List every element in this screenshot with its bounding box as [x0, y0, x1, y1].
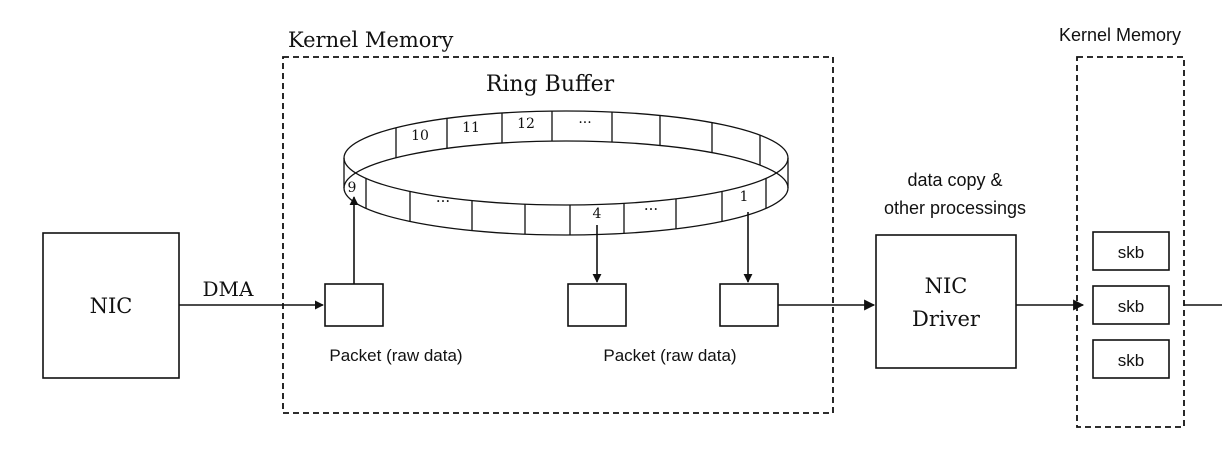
ring-slot-9: 9 — [348, 180, 357, 196]
ring-buffer-title: Ring Buffer — [486, 72, 615, 97]
packet-label-left: Packet (raw data) — [329, 346, 462, 365]
nic-driver-label-line2: Driver — [912, 307, 981, 331]
nic-driver-box — [875, 234, 1017, 369]
ring-bottom-arc — [343, 187, 789, 236]
nic-driver-label-line1: NIC — [925, 274, 968, 298]
skb-label-2: skb — [1118, 297, 1144, 316]
ring-front-dividers — [365, 178, 767, 235]
skb-box-1 — [1092, 231, 1170, 271]
ring-top-ellipse — [343, 110, 789, 206]
packet-box-right — [719, 283, 779, 327]
packet-box-middle — [567, 283, 627, 327]
ring-back-inner-edge — [343, 140, 789, 189]
ring-buffer: 10 11 12 ··· 9 ··· 4 ··· 1 — [343, 110, 789, 236]
ring-slot-4: 4 — [593, 206, 602, 222]
skb-label-1: skb — [1118, 243, 1144, 262]
kernel-memory-region-right — [1076, 56, 1185, 428]
kernel-memory-right-label: Kernel Memory — [1059, 25, 1181, 45]
skb-label-3: skb — [1118, 351, 1144, 370]
kernel-memory-region-left — [282, 56, 834, 414]
ring-slot-12: 12 — [517, 116, 535, 132]
ring-slot-10: 10 — [411, 128, 429, 144]
processing-note-line1: data copy & — [907, 170, 1002, 190]
processing-note-line2: other processings — [884, 198, 1026, 218]
kernel-memory-left-label: Kernel Memory — [288, 28, 453, 52]
ring-slot-1: 1 — [740, 189, 749, 205]
nic-label: NIC — [90, 294, 133, 318]
ring-slot-11: 11 — [462, 120, 480, 136]
skb-box-3 — [1092, 339, 1170, 379]
ring-slot-back-ellipsis: ··· — [578, 115, 591, 131]
packet-box-left — [324, 283, 384, 327]
ring-slot-front-ellipsis-right: ··· — [644, 200, 658, 218]
packet-label-right: Packet (raw data) — [603, 346, 736, 365]
ring-back-dividers — [343, 111, 789, 189]
ring-slot-front-ellipsis-left: ··· — [436, 192, 450, 210]
dma-label: DMA — [203, 277, 255, 301]
skb-box-2 — [1092, 285, 1170, 325]
